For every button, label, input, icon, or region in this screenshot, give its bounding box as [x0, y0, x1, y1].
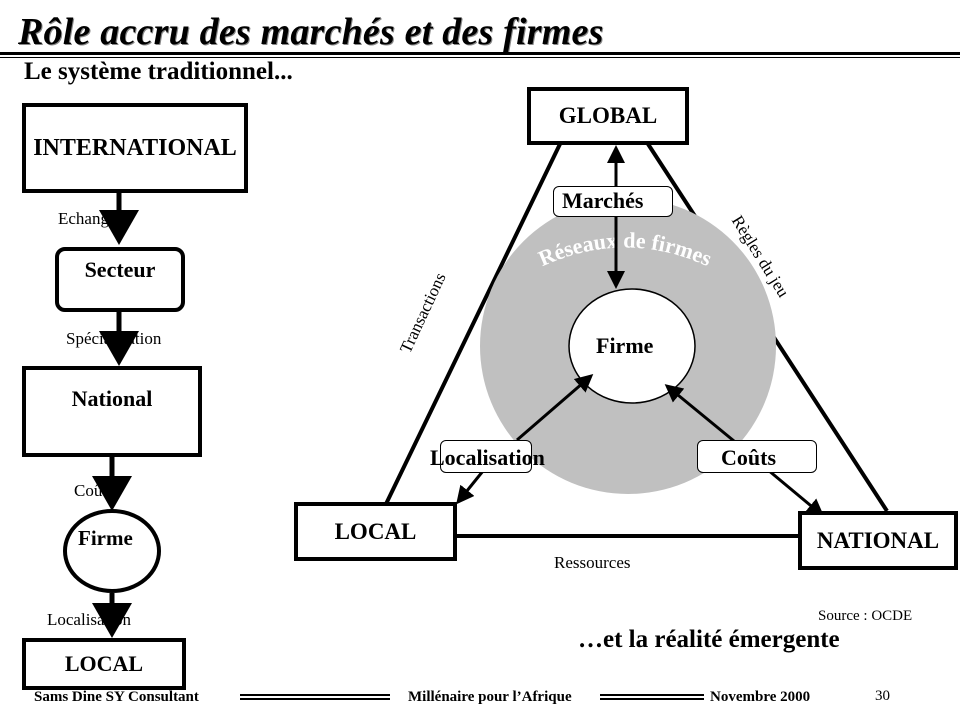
- footer-page: 30: [875, 688, 890, 704]
- node-national-label: National: [71, 386, 153, 411]
- slide-title: Rôle accru des marchés et des firmes: [18, 11, 604, 53]
- title-underline: [0, 52, 960, 55]
- node-local-right: LOCAL: [294, 502, 457, 561]
- node-international: INTERNATIONAL: [22, 103, 248, 193]
- driver-marches-box: [553, 186, 673, 217]
- emergent-caption: …et la réalité émergente: [578, 626, 840, 653]
- firme-core-label: Firme: [596, 333, 654, 358]
- footer-date: Novembre 2000: [710, 689, 811, 705]
- driver-marches-label: Marchés: [562, 188, 644, 213]
- arrow-couts-national: [767, 468, 825, 517]
- firme-ellipse: [63, 509, 161, 593]
- node-national-right-label: NATIONAL: [816, 527, 940, 553]
- node-local-left: LOCAL: [22, 638, 186, 690]
- footer-divider-1: [240, 694, 390, 700]
- subtitle: Le système traditionnel...: [24, 58, 293, 85]
- arrow-couts-firme: [664, 384, 735, 443]
- node-firme-label: Firme: [78, 526, 133, 550]
- edge-ressources-label: Ressources: [554, 553, 631, 572]
- link-couts: Coûts: [74, 481, 114, 500]
- driver-localisation-label: Localisation: [430, 445, 545, 470]
- node-global-label: GLOBAL: [558, 103, 658, 128]
- node-national: National: [22, 366, 202, 457]
- edge-transactions: [384, 143, 562, 505]
- driver-couts-label: Coûts: [721, 445, 777, 470]
- node-local-right-label: LOCAL: [334, 518, 417, 544]
- node-international-label: INTERNATIONAL: [33, 134, 237, 161]
- node-national-right: NATIONAL: [798, 511, 958, 570]
- footer-divider-2: [600, 694, 704, 700]
- footer-event: Millénaire pour l’Afrique: [408, 689, 572, 705]
- arrow-localisation-firme: [516, 374, 594, 442]
- driver-couts-box: [697, 440, 817, 473]
- source-note: Source : OCDE: [818, 608, 913, 624]
- firme-core: [568, 288, 696, 404]
- title-underline-thin: [0, 57, 960, 58]
- node-secteur: Secteur: [55, 247, 185, 312]
- link-specialisation: Spécialisation: [66, 329, 162, 348]
- link-echanges: Echanges: [58, 209, 124, 228]
- link-localisation: Localisation: [47, 610, 132, 629]
- node-local-left-label: LOCAL: [64, 651, 144, 676]
- driver-localisation-box: [440, 440, 532, 473]
- footer-author: Sams Dine SY Consultant: [34, 689, 199, 705]
- node-global: GLOBAL: [527, 87, 689, 145]
- node-secteur-label: Secteur: [84, 257, 156, 282]
